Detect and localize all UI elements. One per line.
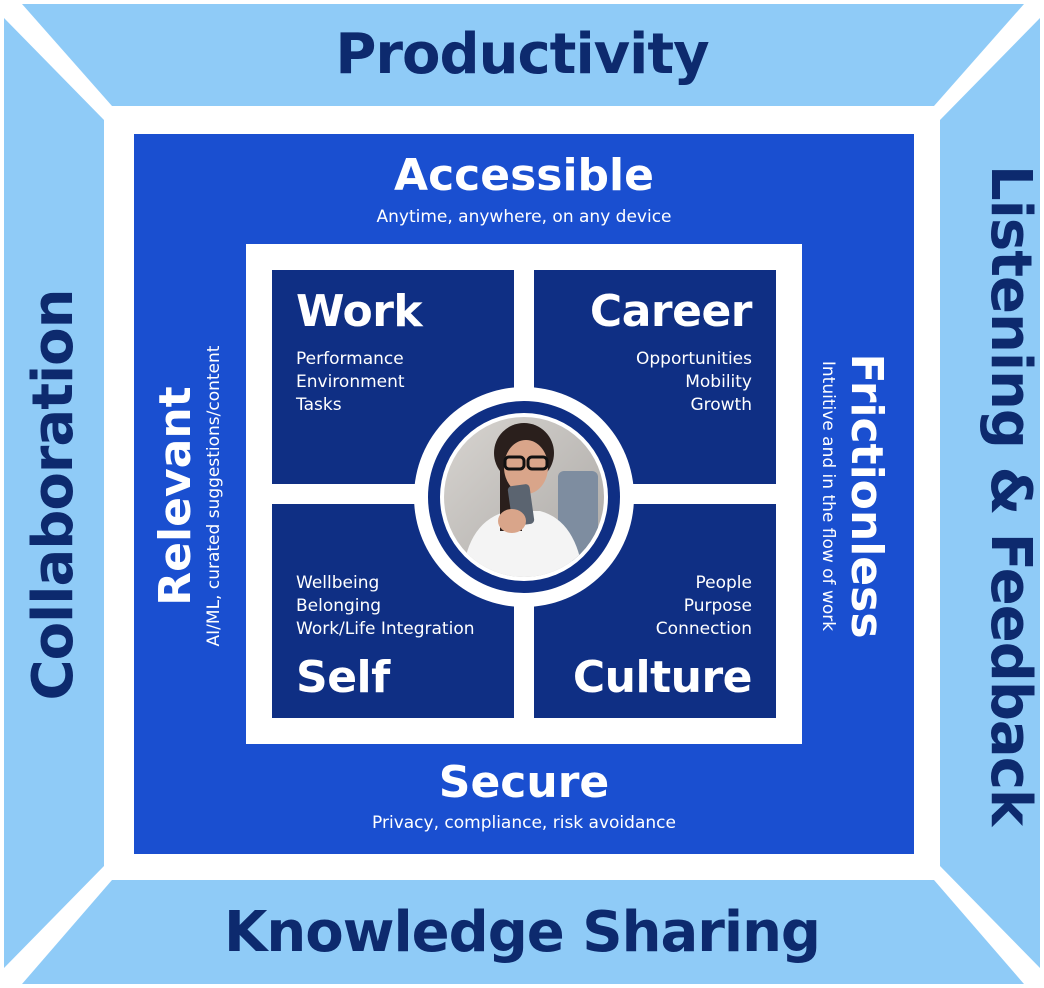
middle-subtitle-top: Anytime, anywhere, on any device xyxy=(376,207,672,227)
list-item: Wellbeing xyxy=(296,573,380,593)
middle-subtitle-right: Intuitive and in the flow of work xyxy=(818,360,838,632)
list-item: Belonging xyxy=(296,596,382,616)
list-item: Connection xyxy=(655,619,752,639)
middle-right-group: Frictionless Intuitive and in the flow o… xyxy=(812,306,892,686)
list-item: Purpose xyxy=(683,596,752,616)
list-item: Performance xyxy=(296,349,404,369)
list-item: Environment xyxy=(296,372,405,392)
outer-band-right xyxy=(940,18,1040,968)
middle-title-left: Relevant xyxy=(150,386,201,606)
outer-band-bottom xyxy=(22,880,1024,984)
quadrant-items-career: Opportunities Mobility Growth xyxy=(636,348,752,417)
outer-label-left: Collaboration xyxy=(21,289,86,701)
quadrant-items-work: Performance Environment Tasks xyxy=(296,348,405,417)
middle-title-bottom: Secure xyxy=(438,757,610,808)
outer-label-top: Productivity xyxy=(335,22,709,87)
outer-label-right: Listening & Feedback xyxy=(978,165,1043,826)
middle-left-group: Relevant AI/ML, curated suggestions/cont… xyxy=(150,306,230,686)
middle-title-top: Accessible xyxy=(394,150,654,201)
middle-subtitle-left: AI/ML, curated suggestions/content xyxy=(204,345,224,647)
outer-band-left xyxy=(4,18,104,968)
outer-band-top xyxy=(22,4,1024,106)
list-item: Tasks xyxy=(296,395,342,415)
middle-subtitle-bottom: Privacy, compliance, risk avoidance xyxy=(372,813,676,833)
list-item: Growth xyxy=(690,395,752,415)
list-item: People xyxy=(695,573,752,593)
quadrant-title-career: Career xyxy=(589,286,753,337)
list-item: Work/Life Integration xyxy=(296,619,475,639)
center-photo xyxy=(414,387,634,607)
list-item: Opportunities xyxy=(636,349,752,369)
quadrant-title-culture: Culture xyxy=(572,652,753,703)
quadrant-items-culture: People Purpose Connection xyxy=(656,572,752,641)
quadrant-title-work: Work xyxy=(296,286,423,337)
list-item: Mobility xyxy=(685,372,752,392)
quadrant-items-self: Wellbeing Belonging Work/Life Integratio… xyxy=(296,572,475,641)
middle-title-right: Frictionless xyxy=(841,353,892,639)
outer-label-bottom: Knowledge Sharing xyxy=(223,900,821,965)
quadrant-title-self: Self xyxy=(296,652,390,703)
